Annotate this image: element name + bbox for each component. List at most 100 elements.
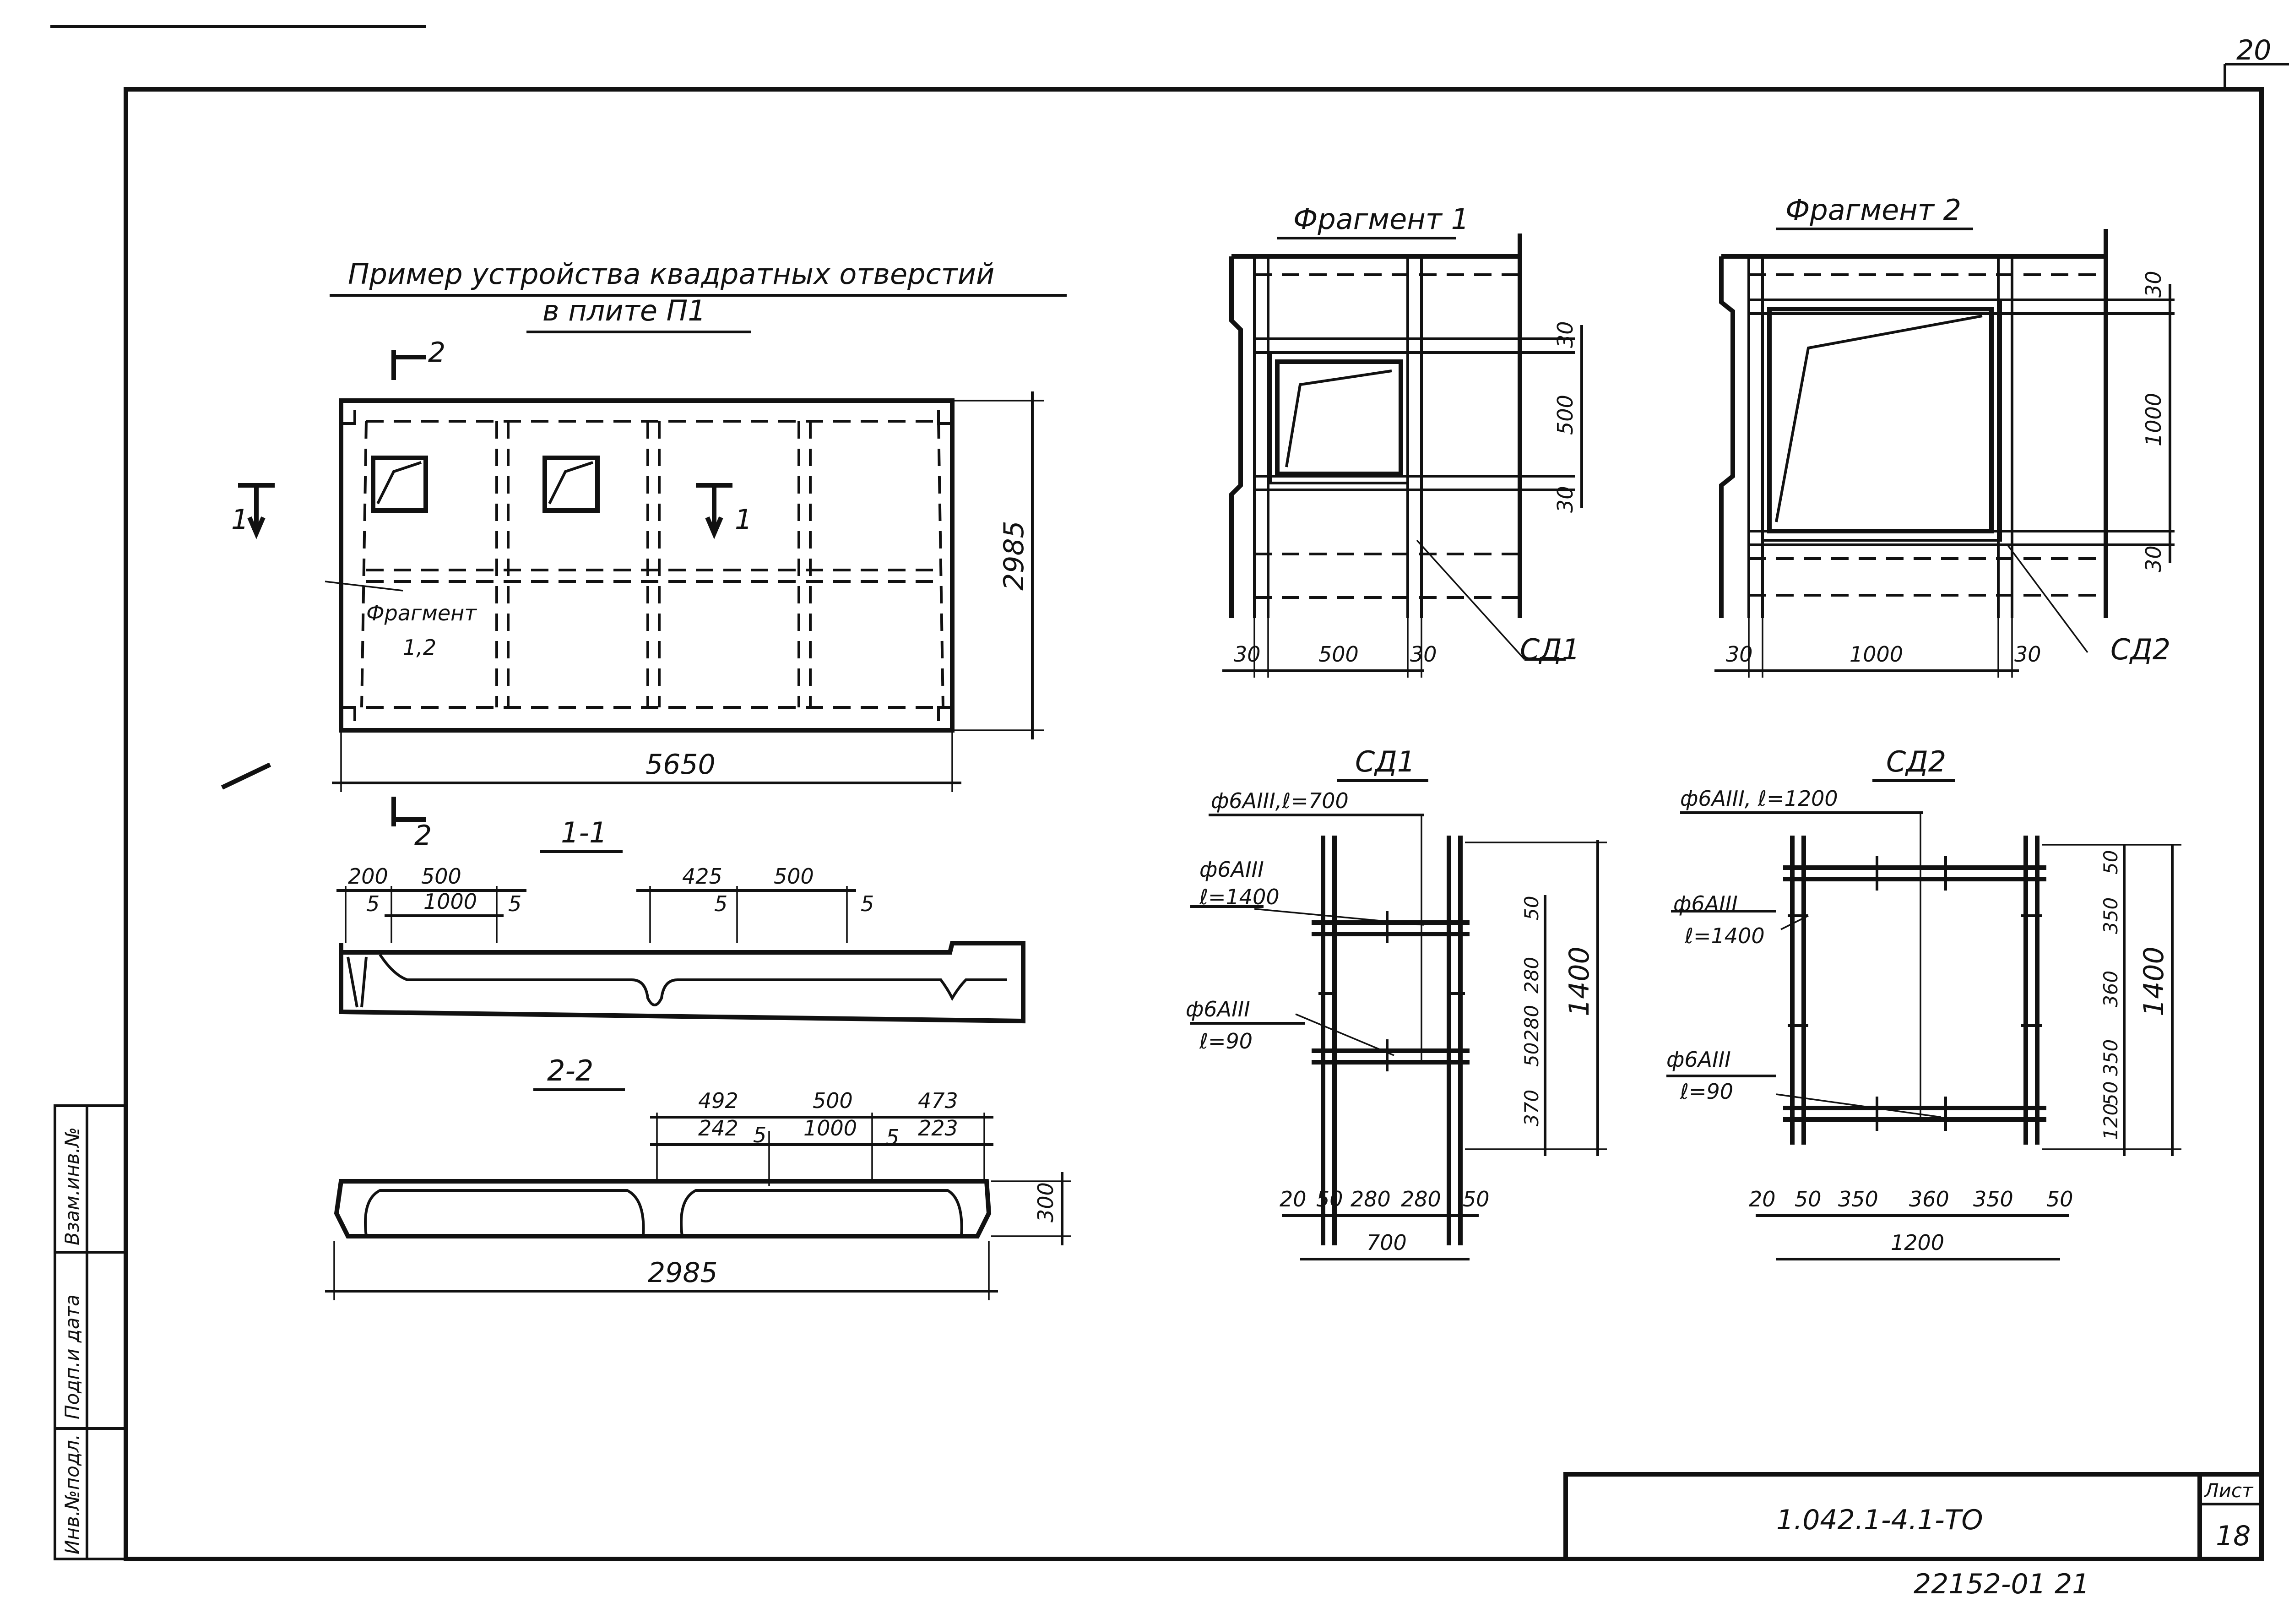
list-label: Лист (2203, 1479, 2254, 1502)
fragment2-title: Фрагмент 2 (1785, 193, 1961, 227)
sd1-bar-small-1: ф6АIII (1186, 997, 1250, 1021)
sd2-bar-small-1: ф6АIII (1666, 1047, 1731, 1072)
f2-callout: СД2 (2110, 633, 2170, 666)
plan-title-line1: Пример устройства квадратных отверстий (348, 257, 994, 291)
s22-dim-242: 242 (698, 1116, 738, 1141)
sd2-dim-r-360: 360 (2099, 971, 2122, 1007)
f1-dim-r-30a: 30 (1553, 321, 1578, 348)
f1-dim-r-500: 500 (1553, 395, 1578, 435)
section-2-2-title: 2-2 (547, 1054, 593, 1087)
s22-dim-492: 492 (698, 1088, 738, 1113)
f1-dim-b-30a: 30 (1234, 642, 1261, 667)
fragment-label: Фрагмент (366, 601, 477, 625)
sd2-bar-top: ф6АIII, ℓ=1200 (1680, 786, 1838, 811)
s22-dim-223: 223 (918, 1116, 958, 1141)
sd1-dim-b-280b: 280 (1401, 1187, 1441, 1211)
sd2-dim-r-50a: 50 (2099, 850, 2122, 874)
sd1-drawing (1190, 814, 1470, 1245)
f2-dim-b-1000: 1000 (1850, 642, 1903, 667)
sd2-dim-b-350a: 350 (1838, 1187, 1878, 1211)
sd2-drawing (1666, 811, 2046, 1145)
sd2-bar-mid-2: ℓ=1400 (1684, 923, 1765, 948)
f1-dim-b-30b: 30 (1410, 642, 1437, 667)
sd1-dim-r-370: 370 (1520, 1090, 1543, 1126)
sd1-dim-total-h: 1400 (1563, 946, 1595, 1016)
s22-dim-1000: 1000 (803, 1116, 857, 1141)
sd1-dim-b-280a: 280 (1351, 1187, 1391, 1211)
sd2-dim-r-50b: 50 (2099, 1081, 2122, 1106)
sheet-frame (50, 25, 2289, 1561)
f2-dim-r-30a: 30 (2141, 271, 2166, 298)
slab-plan (339, 398, 955, 733)
sd2-bar-small-2: ℓ=90 (1680, 1079, 1733, 1104)
sd1-dim-r-280a: 280 (1520, 957, 1543, 994)
s11-dim-5c: 5 (714, 891, 727, 916)
sd2-bar-mid-1: ф6АIII (1673, 891, 1738, 916)
sd1-dim-b-20: 20 (1280, 1187, 1307, 1211)
f1-callout: СД1 (1520, 633, 1580, 666)
s11-dim-1000: 1000 (423, 889, 477, 914)
s22-dim-5b: 5 (886, 1125, 899, 1150)
fragment2-drawing (1719, 229, 2175, 653)
s11-dim-200: 200 (348, 864, 388, 889)
f1-dim-r-30b: 30 (1553, 486, 1578, 513)
sd1-dim-r-280b: 280 (1520, 1005, 1543, 1042)
sd2-dim-total-w: 1200 (1891, 1230, 1944, 1255)
f2-dim-b-30b: 30 (2014, 642, 2041, 667)
fragment-nums: 1,2 (403, 635, 436, 660)
stamp-inv-podl: Инв.№подл. (61, 1434, 83, 1554)
s11-dim-500b: 500 (774, 864, 814, 889)
section-markers (221, 350, 732, 826)
sd2-dim-b-350b: 350 (1973, 1187, 2013, 1211)
f2-dim-r-1000: 1000 (2141, 393, 2166, 446)
sd1-dim-b-50a: 50 (1316, 1187, 1343, 1211)
s22-dim-500: 500 (813, 1088, 853, 1113)
plan-dims (332, 391, 1044, 792)
sd1-dim-total-w: 700 (1367, 1230, 1407, 1255)
sd2-dim-r-350b: 350 (2099, 1039, 2122, 1076)
sd2-dim-total-h: 1400 (2138, 946, 2170, 1016)
f1-dim-b-500: 500 (1318, 642, 1359, 667)
sd1-bar-mid-2: ℓ=1400 (1199, 885, 1280, 909)
sd2-dim-r-350a: 350 (2099, 897, 2122, 934)
fragment1-drawing (1229, 234, 1575, 661)
s11-dim-500: 500 (421, 864, 461, 889)
sd2-dim-b-50b: 50 (2046, 1187, 2073, 1211)
s22-dim-300: 300 (1033, 1182, 1058, 1222)
sd1-bar-small-2: ℓ=90 (1199, 1029, 1253, 1054)
stamp-podp-data: Подп.и дата (61, 1294, 83, 1419)
plan-dim-length: 5650 (645, 749, 716, 781)
s22-dim-5a: 5 (753, 1123, 766, 1147)
section-2-label-bottom: 2 (414, 820, 432, 852)
section-1-label-left: 1 (231, 504, 249, 536)
section-1-label-right: 1 (735, 504, 752, 536)
f2-dim-b-30a: 30 (1726, 642, 1753, 667)
sd1-dim-r-50b: 50 (1520, 1043, 1543, 1067)
sd1-title: СД1 (1355, 745, 1415, 778)
sd1-bar-top: ф6АIII,ℓ=700 (1211, 788, 1349, 813)
s11-dim-5d: 5 (861, 891, 874, 916)
s22-dim-2985: 2985 (648, 1257, 718, 1289)
sd2-dim-b-50a: 50 (1795, 1187, 1822, 1211)
s11-dim-425: 425 (682, 864, 722, 889)
s11-dim-5b: 5 (508, 891, 521, 916)
list-number: 18 (2216, 1520, 2251, 1552)
designation: 1.042.1-4.1-ТО (1776, 1504, 1983, 1536)
plan-title-line2: в плите П1 (542, 294, 706, 327)
s22-dim-473: 473 (918, 1088, 958, 1113)
stamp-vzam-inv: Взам.инв.№ (61, 1127, 83, 1245)
section-2-2-profile (325, 1113, 1071, 1300)
sd2-dim-b-360: 360 (1909, 1187, 1949, 1211)
plan-dim-width: 2985 (998, 521, 1030, 591)
sd2-title: СД2 (1886, 745, 1946, 778)
section-1-1-profile (336, 886, 1025, 1024)
f2-dim-r-30b: 30 (2141, 545, 2166, 572)
sd1-dim-r-50a: 50 (1520, 896, 1543, 920)
sd2-dim-r-120: 120 (2099, 1103, 2122, 1140)
archive-number: 22152-01 21 (1914, 1568, 2089, 1600)
sd1-bar-mid-1: ф6АIII (1199, 857, 1264, 882)
sd2-dim-b-20: 20 (1749, 1187, 1776, 1211)
fragment1-title: Фрагмент 1 (1293, 202, 1469, 236)
section-2-label-top: 2 (428, 337, 445, 369)
sd1-dim-b-50b: 50 (1463, 1187, 1490, 1211)
